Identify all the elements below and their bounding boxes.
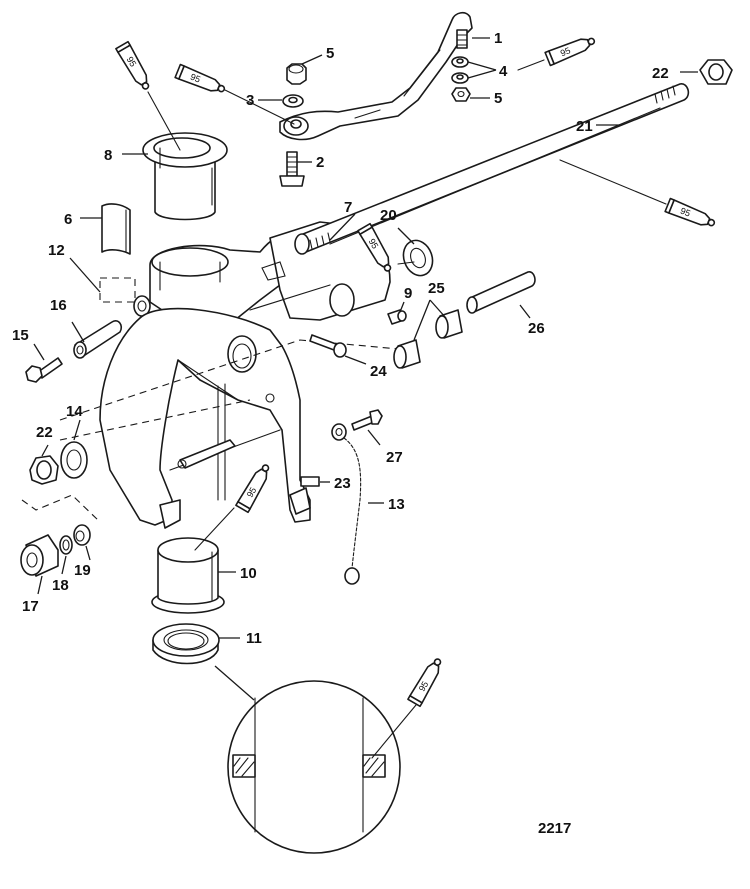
nut-22-right xyxy=(699,59,733,85)
callout-13: 13 xyxy=(388,496,405,513)
callout-5-right: 5 xyxy=(494,90,502,107)
lubricant-code-label: 95 xyxy=(559,45,572,58)
seal-11 xyxy=(152,623,220,665)
callout-14: 14 xyxy=(66,403,83,420)
lubricant-code-label: 95 xyxy=(679,206,692,219)
lubricant-tube-icon: 95 xyxy=(544,37,596,67)
bushing-25-upper xyxy=(435,309,463,339)
lubricant-leaders xyxy=(147,59,667,759)
bushing-25-lower xyxy=(393,339,421,369)
upper-swivel-bushing-8 xyxy=(142,132,228,221)
callout-25: 25 xyxy=(428,280,445,297)
lubricant-tube-icon: 95 xyxy=(235,464,270,514)
steering-insert-6 xyxy=(101,203,131,255)
lubricant-code-label: 95 xyxy=(417,679,431,693)
washer-20 xyxy=(402,239,434,277)
lubricant-tube-icon: 95 xyxy=(357,222,392,272)
pin-26 xyxy=(466,271,536,314)
steering-arm xyxy=(279,11,473,141)
callout-17: 17 xyxy=(22,598,39,615)
callout-12: 12 xyxy=(48,242,65,259)
lubricant-code-label: 95 xyxy=(125,55,139,69)
part-12-placeholder xyxy=(99,277,136,303)
callout-15: 15 xyxy=(12,327,29,344)
leader-lines xyxy=(33,37,698,639)
lubricant-tube-icon: 95 xyxy=(174,63,226,93)
callout-23: 23 xyxy=(334,475,351,492)
lower-swivel-bushing-10 xyxy=(151,537,225,614)
spacer-tube-16 xyxy=(73,320,123,359)
plastic-nut-17 xyxy=(20,534,59,577)
callout-20: 20 xyxy=(380,207,397,224)
lubricant-tube-icon: 95 xyxy=(664,197,716,227)
callout-2: 2 xyxy=(316,154,324,171)
o-ring-18 xyxy=(59,535,73,555)
grease-fitting-9 xyxy=(387,309,407,325)
figure-number: 2217 xyxy=(538,820,571,837)
callout-11: 11 xyxy=(246,630,262,647)
ground-strap-13 xyxy=(331,423,362,585)
lubricant-code-label: 95 xyxy=(367,237,381,251)
callout-1: 1 xyxy=(494,30,502,47)
lubricant-code-label: 95 xyxy=(189,72,202,85)
washers-4 xyxy=(451,56,469,84)
tilt-tube-21 xyxy=(294,83,690,255)
callout-19: 19 xyxy=(74,562,91,579)
callout-24: 24 xyxy=(370,363,387,380)
callout-9: 9 xyxy=(404,285,412,302)
callout-18: 18 xyxy=(52,577,69,594)
bolt-15 xyxy=(25,357,63,383)
decal-23 xyxy=(300,476,320,487)
swivel-bracket-7 xyxy=(59,221,411,529)
callout-26: 26 xyxy=(528,320,545,337)
callout-22-right: 22 xyxy=(652,65,669,82)
lubricant-code-label: 95 xyxy=(245,485,259,499)
callout-3: 3 xyxy=(246,92,254,109)
bushing-19 xyxy=(73,524,91,546)
callout-4: 4 xyxy=(499,63,508,80)
callout-21: 21 xyxy=(576,118,593,135)
callout-8: 8 xyxy=(104,147,112,164)
seal-detail-view xyxy=(214,665,401,854)
nut-22-left xyxy=(29,455,59,485)
callout-16: 16 xyxy=(50,297,67,314)
stud-1 xyxy=(456,29,468,49)
callout-6: 6 xyxy=(64,211,72,228)
callout-27: 27 xyxy=(386,449,403,466)
bolt-24 xyxy=(309,334,347,358)
nut-5-top xyxy=(286,63,307,85)
callout-10: 10 xyxy=(240,565,257,582)
washer-3 xyxy=(282,94,304,108)
washer-14 xyxy=(60,441,88,479)
bolt-27 xyxy=(351,409,383,431)
callout-7: 7 xyxy=(344,199,352,216)
bolt-2 xyxy=(279,151,305,187)
assembly-line-17-19 xyxy=(21,494,101,523)
lubricant-tube-icon: 95 xyxy=(115,40,150,90)
lubricant-tube-icon: 95 xyxy=(407,658,442,708)
callout-22-left: 22 xyxy=(36,424,53,441)
callout-5-top: 5 xyxy=(326,45,334,62)
nut-5-right xyxy=(451,87,471,102)
